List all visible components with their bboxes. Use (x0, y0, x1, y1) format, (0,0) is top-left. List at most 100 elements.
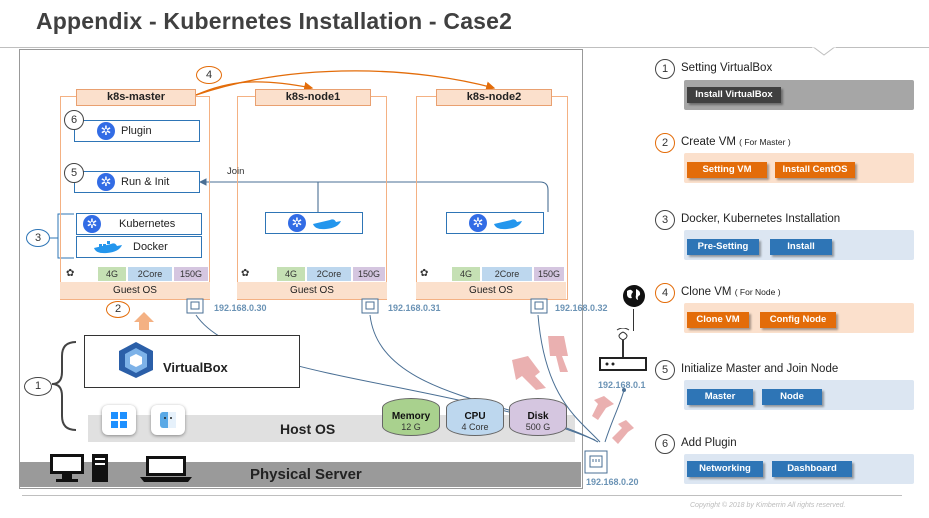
vm-os-logo-icon: ✿ (241, 268, 250, 279)
step-3-title: Docker, Kubernetes Installation (681, 213, 841, 225)
globe-icon (621, 283, 647, 314)
docker-component: Docker (76, 236, 202, 258)
docker-whale-icon (93, 240, 123, 254)
docker-whale-icon (312, 216, 342, 230)
windows-icon (102, 405, 136, 435)
marker-6: 6 (64, 110, 84, 130)
step-6-title: Add Plugin (681, 437, 737, 449)
step-2-title: Create VM (681, 136, 736, 148)
cpu-label: CPU (464, 411, 486, 422)
install-centos-button[interactable]: Install CentOS (775, 162, 855, 178)
step-6-number: 6 (655, 434, 675, 454)
marker-2: 2 (106, 301, 130, 318)
step-4-sub: ( For Node ) (734, 287, 781, 297)
node-button[interactable]: Node (762, 389, 822, 405)
virtualbox-logo-icon (116, 340, 156, 385)
master-specs: ✿ 4G 2Core 150G (62, 267, 208, 281)
step-1-title: Setting VirtualBox (681, 62, 773, 74)
plugin-label: Plugin (121, 125, 152, 137)
step-3-number: 3 (655, 210, 675, 230)
step-2-number: 2 (655, 133, 675, 153)
marker-4: 4 (196, 66, 222, 84)
network-port-icon (361, 298, 379, 319)
plugin-component: ✲ Plugin (74, 120, 200, 142)
step-2-panel: Setting VM Install CentOS (684, 153, 914, 183)
clone-vm-button[interactable]: Clone VM (687, 312, 749, 328)
master-button[interactable]: Master (687, 389, 753, 405)
install-button[interactable]: Install (770, 239, 832, 255)
disk-label: Disk (527, 411, 549, 422)
physical-server-label: Physical Server (250, 466, 362, 483)
master-disk: 150G (174, 267, 208, 281)
node2-guest-os: Guest OS (416, 282, 566, 299)
step-5-title: Initialize Master and Join Node (681, 363, 839, 375)
node2-components: ✲ (446, 212, 544, 234)
node1-specs: ✿ 4G 2Core 150G (239, 267, 387, 281)
desktop-icon (48, 452, 118, 489)
memory-resource: Memory 12 G (382, 398, 440, 436)
vm-os-logo-icon: ✿ (420, 268, 429, 279)
copyright-text: Copyright © 2018 by Kimberrin All rights… (690, 502, 846, 509)
node2-disk: 150G (534, 267, 564, 281)
step-5-number: 5 (655, 360, 675, 380)
title-notch (812, 46, 836, 56)
network-port-icon (186, 298, 204, 319)
kubernetes-helm-icon: ✲ (97, 122, 115, 140)
setting-vm-button[interactable]: Setting VM (687, 162, 767, 178)
page-title: Appendix - Kubernetes Installation - Cas… (36, 8, 513, 34)
vm-os-logo-icon: ✿ (66, 268, 75, 279)
memory-value: 12 G (401, 422, 421, 432)
node1-components: ✲ (265, 212, 363, 234)
step-3-panel: Pre-Setting Install (684, 230, 914, 260)
node2-mem: 4G (452, 267, 480, 281)
step-2-title-wrap: Create VM ( For Master ) (681, 136, 791, 148)
macos-finder-icon (151, 405, 185, 435)
router-ip: 192.168.0.1 (598, 380, 646, 390)
step-1-number: 1 (655, 59, 675, 79)
node1-cpu: 2Core (307, 267, 351, 281)
step-4-number: 4 (655, 283, 675, 303)
node1-disk: 150G (353, 267, 385, 281)
host-network-port-icon (584, 450, 608, 479)
config-node-button[interactable]: Config Node (760, 312, 836, 328)
node1-mem: 4G (277, 267, 305, 281)
host-ip: 192.168.0.20 (586, 477, 639, 487)
master-guest-os: Guest OS (60, 282, 210, 299)
dashboard-button[interactable]: Dashboard (772, 461, 852, 477)
install-virtualbox-button[interactable]: Install VirtualBox (687, 87, 781, 103)
step-4-title: Clone VM (681, 286, 732, 298)
run-init-component: ✲ Run & Init (74, 171, 200, 193)
step-1-panel: Install VirtualBox (684, 80, 914, 110)
node2-cpu: 2Core (482, 267, 532, 281)
globe-link (633, 309, 634, 331)
node1-ip: 192.168.0.31 (388, 303, 441, 313)
step-6-panel: Networking Dashboard (684, 454, 914, 484)
run-init-label: Run & Init (121, 176, 170, 188)
node2-ip: 192.168.0.32 (555, 303, 608, 313)
kubernetes-label: Kubernetes (119, 218, 176, 230)
step-4-title-wrap: Clone VM ( For Node ) (681, 286, 781, 298)
physical-server-bar (19, 462, 581, 487)
disk-resource: Disk 500 G (509, 398, 567, 436)
master-mem: 4G (98, 267, 126, 281)
node2-specs: ✿ 4G 2Core 150G (418, 267, 566, 281)
step-4-panel: Clone VM Config Node (684, 303, 914, 333)
virtualbox-label: VirtualBox (163, 360, 228, 375)
master-cpu: 2Core (128, 267, 172, 281)
step-2-sub: ( For Master ) (739, 137, 791, 147)
kubernetes-helm-icon: ✲ (288, 214, 306, 232)
marker-1: 1 (24, 377, 52, 396)
kubernetes-helm-icon: ✲ (97, 173, 115, 191)
pre-setting-button[interactable]: Pre-Setting (687, 239, 759, 255)
disk-value: 500 G (525, 422, 551, 432)
network-port-icon (530, 298, 548, 319)
docker-label: Docker (133, 241, 168, 253)
kubernetes-helm-icon: ✲ (83, 215, 101, 233)
marker-5: 5 (64, 163, 84, 183)
networking-button[interactable]: Networking (687, 461, 763, 477)
cpu-resource: CPU 4 Core (446, 398, 504, 436)
title-divider (0, 47, 929, 48)
master-ip: 192.168.0.30 (214, 303, 267, 313)
host-os-label: Host OS (280, 421, 336, 437)
join-label: Join (227, 166, 245, 177)
